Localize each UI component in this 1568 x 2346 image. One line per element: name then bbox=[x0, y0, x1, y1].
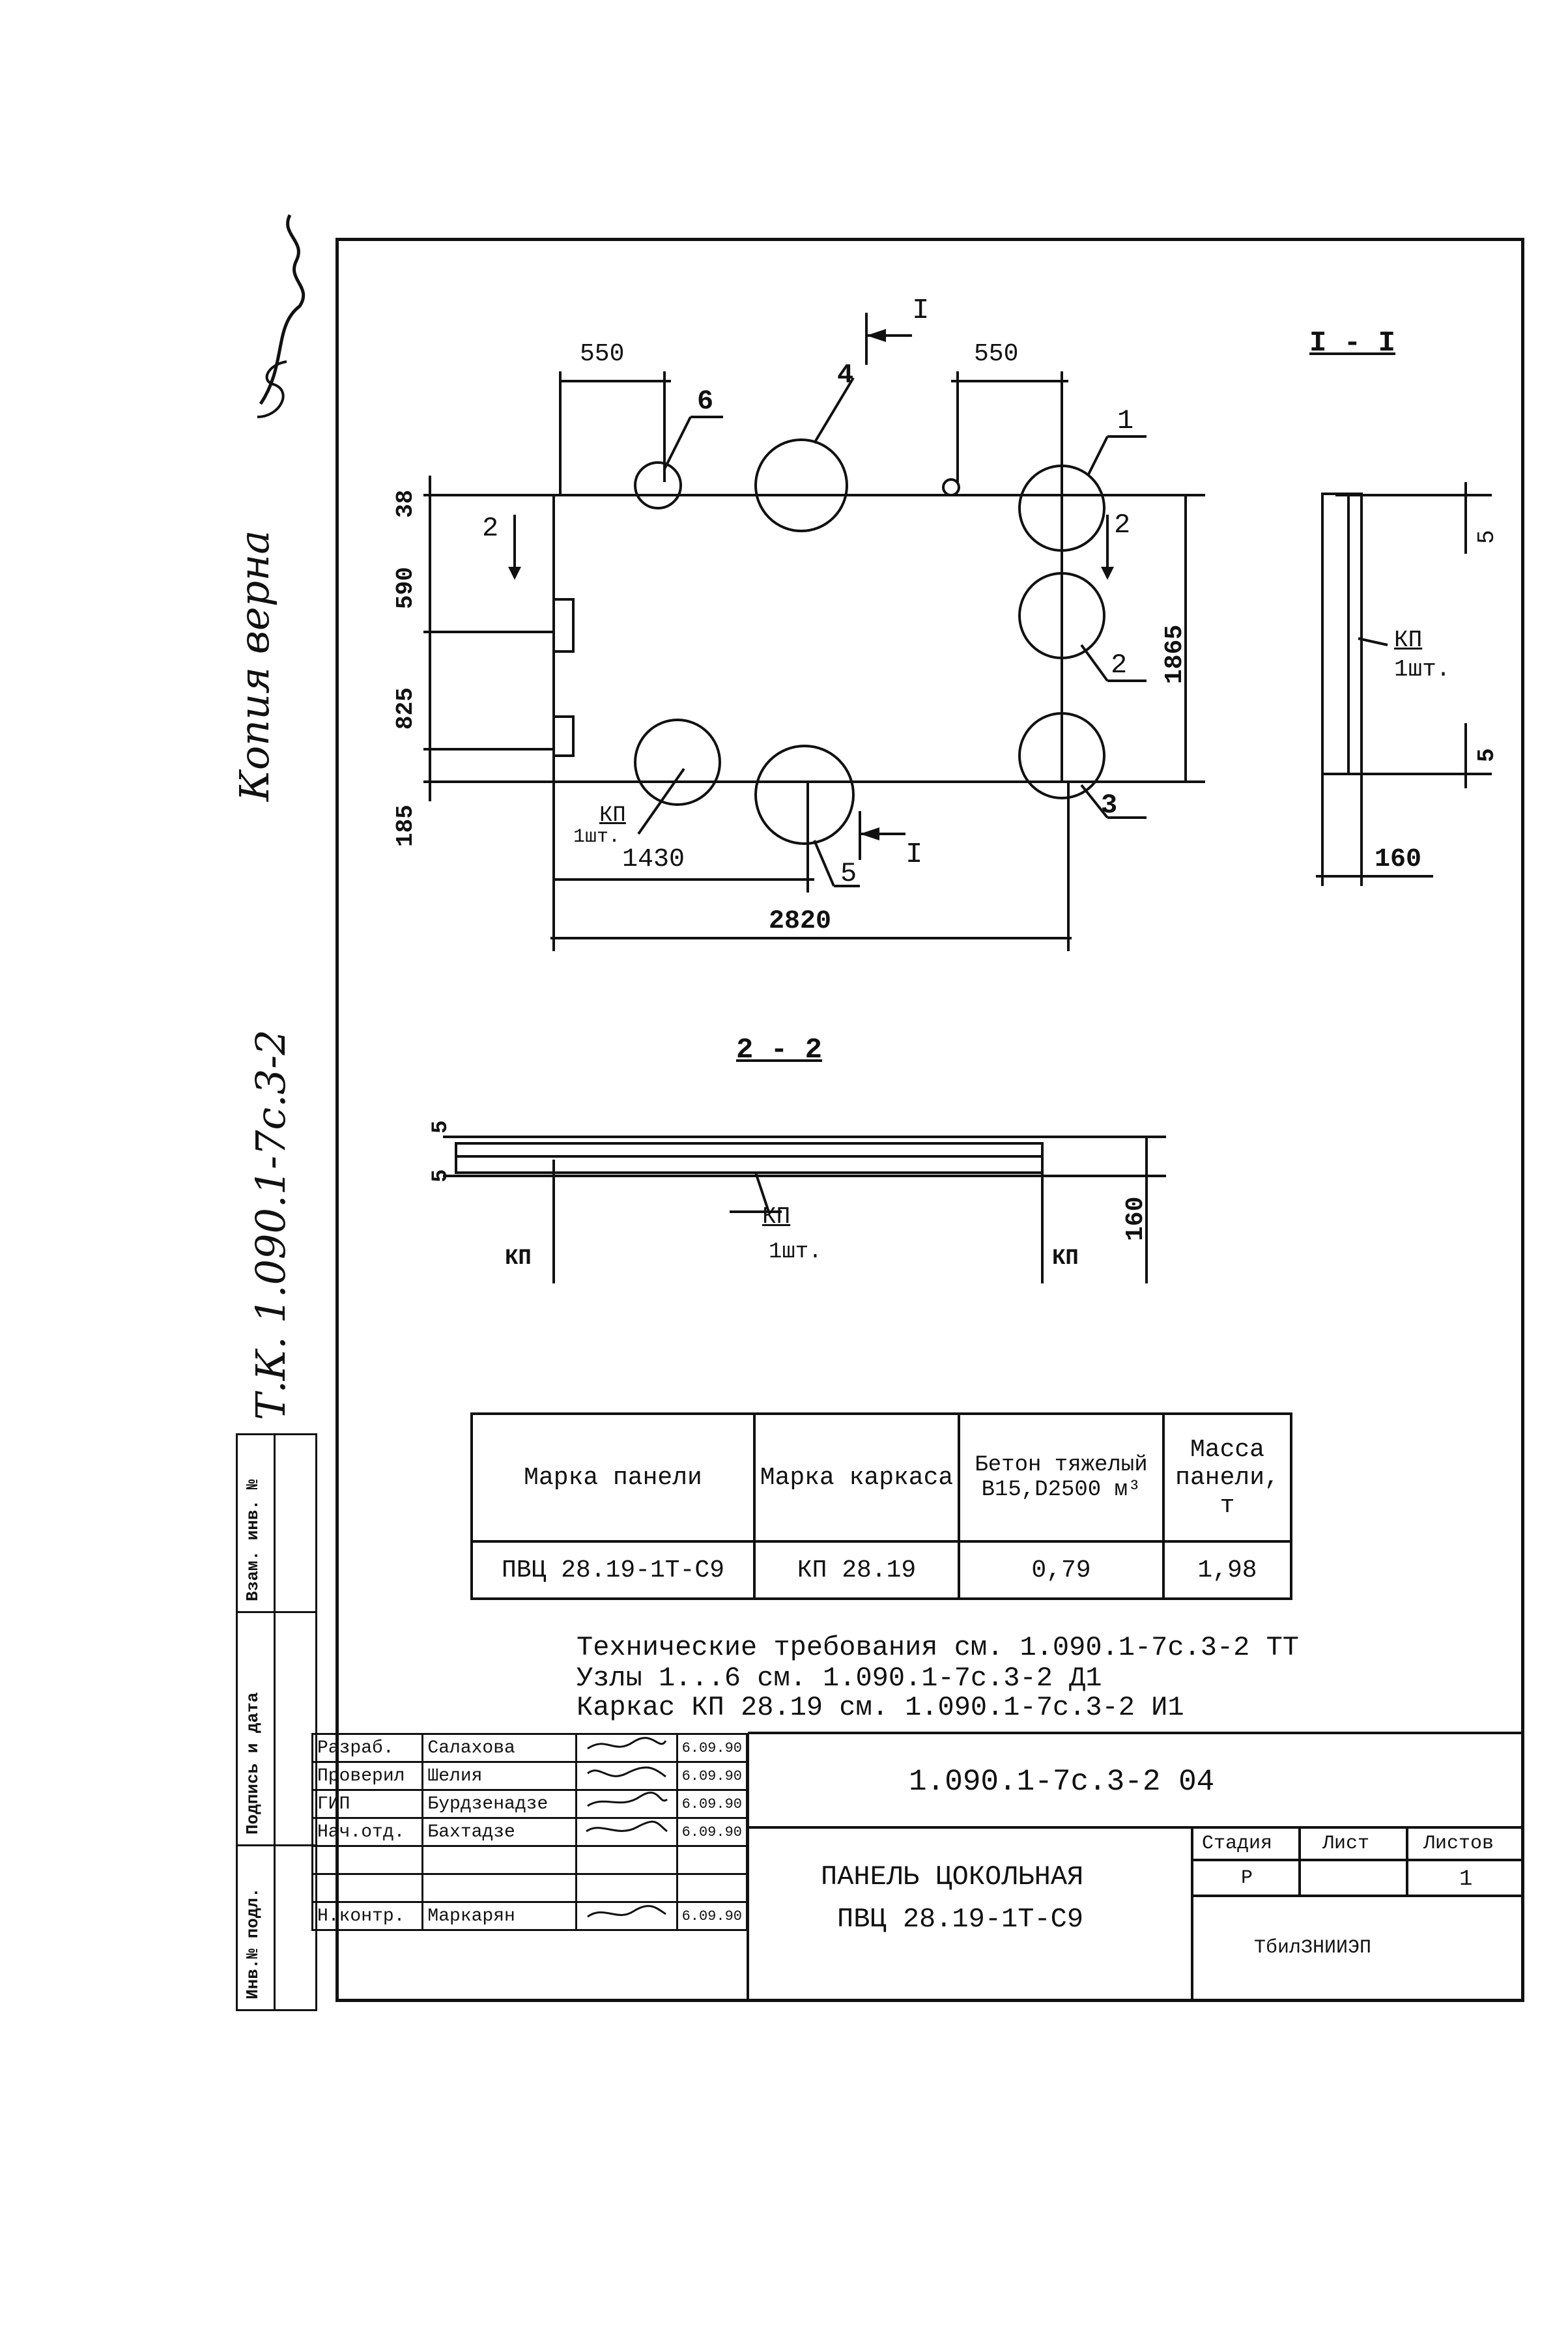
sheets-header: Листов bbox=[1423, 1833, 1494, 1855]
node-label-2: 2 bbox=[1111, 650, 1128, 681]
section-2-frame-qty: 1шт. bbox=[769, 1240, 822, 1265]
section-mark-bottom: I bbox=[905, 838, 923, 871]
stage-value: Р bbox=[1241, 1867, 1253, 1889]
section-1-frame-label: КП bbox=[1394, 627, 1423, 653]
section-mark-top: I bbox=[912, 294, 930, 327]
signature-icon bbox=[585, 1820, 668, 1832]
cut-label-left: 2 bbox=[482, 513, 499, 544]
section-2-title: 2 - 2 bbox=[736, 1034, 823, 1066]
node-label-6: 6 bbox=[697, 386, 714, 417]
side-stamp: Взам. инв. № Подпись и дата Инв.№ подл. bbox=[236, 1433, 317, 2011]
note-1: Технические требования см. 1.090.1-7с.3-… bbox=[577, 1632, 1299, 1663]
signature-icon bbox=[586, 1736, 666, 1749]
signature-icon bbox=[586, 1792, 668, 1807]
stage-header: Стадия bbox=[1202, 1833, 1273, 1855]
node-label-3: 3 bbox=[1101, 790, 1118, 821]
note-2: Узлы 1...6 см. 1.090.1-7с.3-2 Д1 bbox=[577, 1663, 1102, 1694]
spec-cell-mass: 1,98 bbox=[1162, 1540, 1292, 1600]
node-label-5: 5 bbox=[840, 858, 857, 889]
signature-icon bbox=[586, 1904, 666, 1917]
section-2-frame-label: КП bbox=[762, 1203, 791, 1230]
cut-label-right: 2 bbox=[1114, 509, 1131, 541]
dim-top-right: 550 bbox=[974, 340, 1019, 368]
spec-cell-frame: КП 28.19 bbox=[753, 1540, 960, 1600]
node-label-4: 4 bbox=[837, 360, 854, 391]
drawing-frame bbox=[335, 238, 1524, 2002]
plan-frame-qty: 1шт. bbox=[573, 826, 621, 848]
title-line-1: ПАНЕЛЬ ЦОКОЛЬНАЯ bbox=[821, 1861, 1084, 1893]
plan-frame-label: КП bbox=[599, 803, 626, 828]
dim-inner-1430: 1430 bbox=[622, 845, 685, 874]
signature-icon bbox=[586, 1766, 666, 1777]
organization: ТбилЗНИИЭП bbox=[1254, 1937, 1372, 1959]
sheets-value: 1 bbox=[1459, 1867, 1473, 1892]
spec-header-concrete: Бетон тяжелый В15,D2500 м³ bbox=[958, 1412, 1165, 1543]
spec-cell-concrete: 0,79 bbox=[958, 1540, 1165, 1600]
doc-number: 1.090.1-7с.3-2 04 bbox=[909, 1765, 1215, 1799]
note-3: Каркас КП 28.19 см. 1.090.1-7с.3-2 И1 bbox=[577, 1692, 1184, 1723]
spec-header-mass: Масса панели, т bbox=[1162, 1412, 1292, 1543]
stamp-row bbox=[311, 1845, 748, 1875]
spec-table: Марка панели Марка каркаса Бетон тяжелый… bbox=[470, 1412, 1292, 1600]
dim-top-left: 550 bbox=[580, 340, 625, 368]
spec-header-panel: Марка панели bbox=[470, 1412, 756, 1543]
spec-cell-panel: ПВЦ 28.19-1Т-С9 bbox=[470, 1540, 756, 1600]
node-label-1: 1 bbox=[1117, 405, 1134, 436]
title-line-2: ПВЦ 28.19-1Т-С9 bbox=[837, 1904, 1084, 1935]
sheet-header: Лист bbox=[1322, 1833, 1370, 1855]
stamp-row bbox=[311, 1873, 748, 1903]
section-1-width: 160 bbox=[1375, 845, 1422, 874]
section-2-side-right: КП bbox=[1052, 1246, 1079, 1271]
section-2-side-left: КП bbox=[505, 1246, 532, 1271]
section-1-title: I - I bbox=[1309, 327, 1396, 360]
spec-header-frame: Марка каркаса bbox=[753, 1412, 960, 1543]
dim-total-2820: 2820 bbox=[769, 907, 832, 936]
section-1-frame-qty: 1шт. bbox=[1394, 656, 1451, 683]
